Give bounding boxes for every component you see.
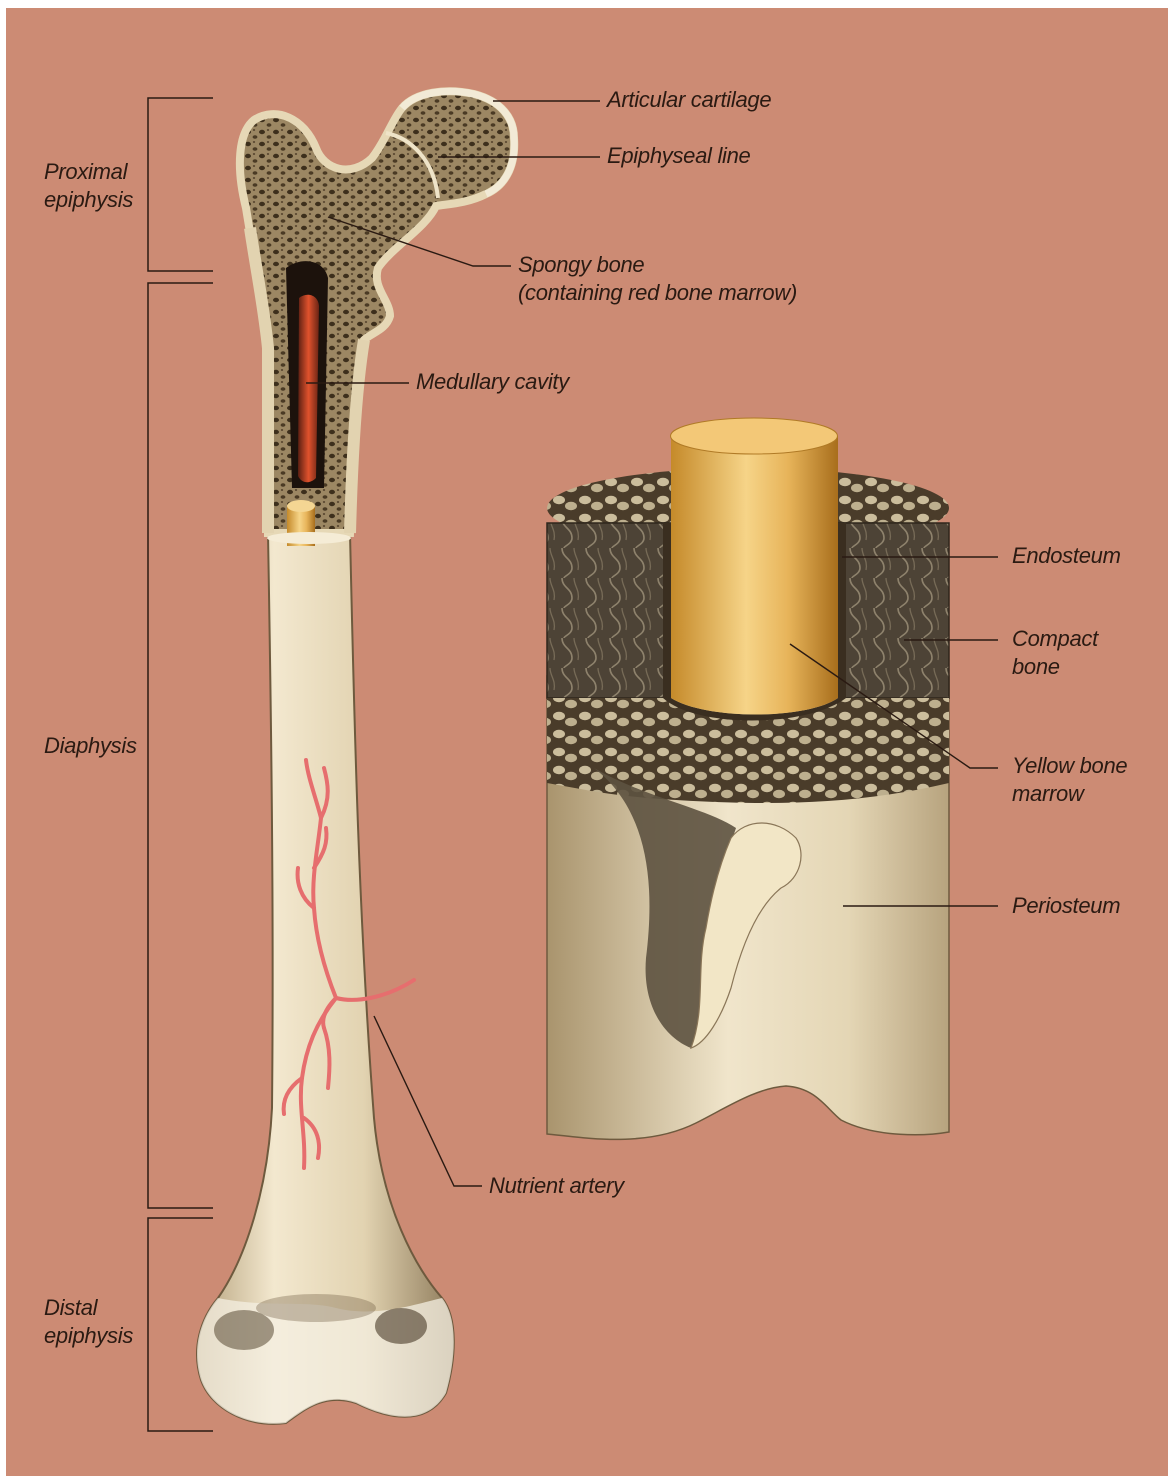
label-articular-cartilage: Articular cartilage [607,86,771,114]
label-proximal-epiphysis: Proximal epiphysis [44,158,133,214]
label-nutrient-artery: Nutrient artery [489,1172,624,1200]
label-diaphysis: Diaphysis [44,732,137,760]
label-spongy-bone: Spongy bone (containing red bone marrow) [518,251,797,307]
bracket-proximal-epiphysis [148,98,213,271]
label-distal-epiphysis: Distal epiphysis [44,1294,133,1350]
label-medullary-cavity: Medullary cavity [416,368,569,396]
bracket-diaphysis [148,283,213,1208]
yellow-marrow-cylinder [671,436,838,698]
diagram-panel: Proximal epiphysis Diaphysis Distal epip… [6,8,1168,1476]
label-periosteum: Periosteum [1012,892,1120,920]
leader-nutrient-artery [374,1016,482,1186]
bone-cross-section [547,418,949,1139]
femur-shaft [197,533,454,1424]
femur [197,91,514,1423]
label-endosteum: Endosteum [1012,542,1121,570]
label-epiphyseal-line: Epiphyseal line [607,142,751,170]
region-brackets [148,98,213,1431]
bone-illustration [6,8,1168,1476]
label-yellow-bone-marrow: Yellow bone marrow [1012,752,1127,808]
label-compact-bone: Compact bone [1012,625,1098,681]
